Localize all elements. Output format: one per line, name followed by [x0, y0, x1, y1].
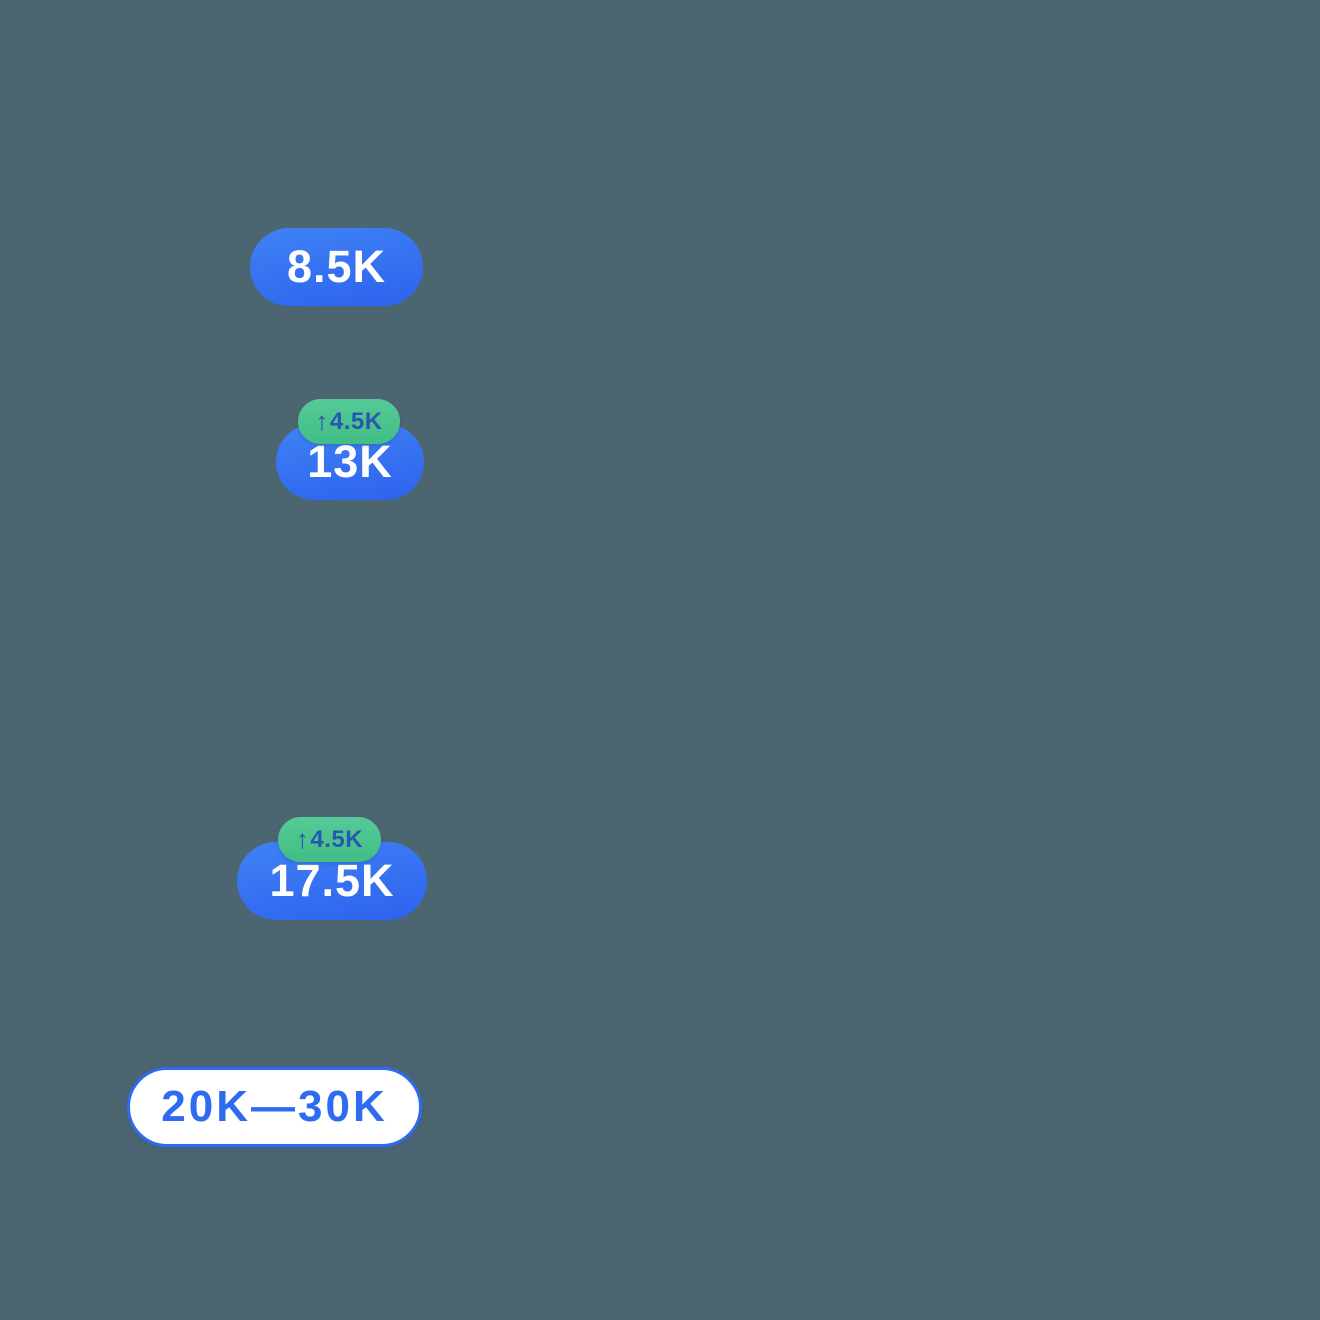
range-chip-20k-30k[interactable]: 20K—30K — [127, 1067, 422, 1147]
value-chip-8-5k[interactable]: 8.5K — [250, 228, 423, 306]
up-arrow-icon: ↑ — [295, 823, 310, 854]
value-chip-17-5k[interactable]: 17.5K — [237, 842, 427, 920]
range-chip-label: 20K—30K — [161, 1082, 388, 1131]
up-arrow-icon: ↑ — [315, 405, 329, 436]
value-chip-8-5k-label: 8.5K — [286, 241, 387, 292]
value-chip-13k-label: 13K — [307, 436, 393, 487]
delta-badge-13k-label: 4.5K — [329, 407, 383, 435]
delta-badge-13k: ↑ 4.5K — [298, 399, 400, 444]
delta-badge-17-5k: ↑ 4.5K — [278, 817, 381, 862]
delta-badge-17-5k-label: 4.5K — [310, 825, 364, 853]
value-chip-17-5k-label: 17.5K — [269, 855, 395, 906]
